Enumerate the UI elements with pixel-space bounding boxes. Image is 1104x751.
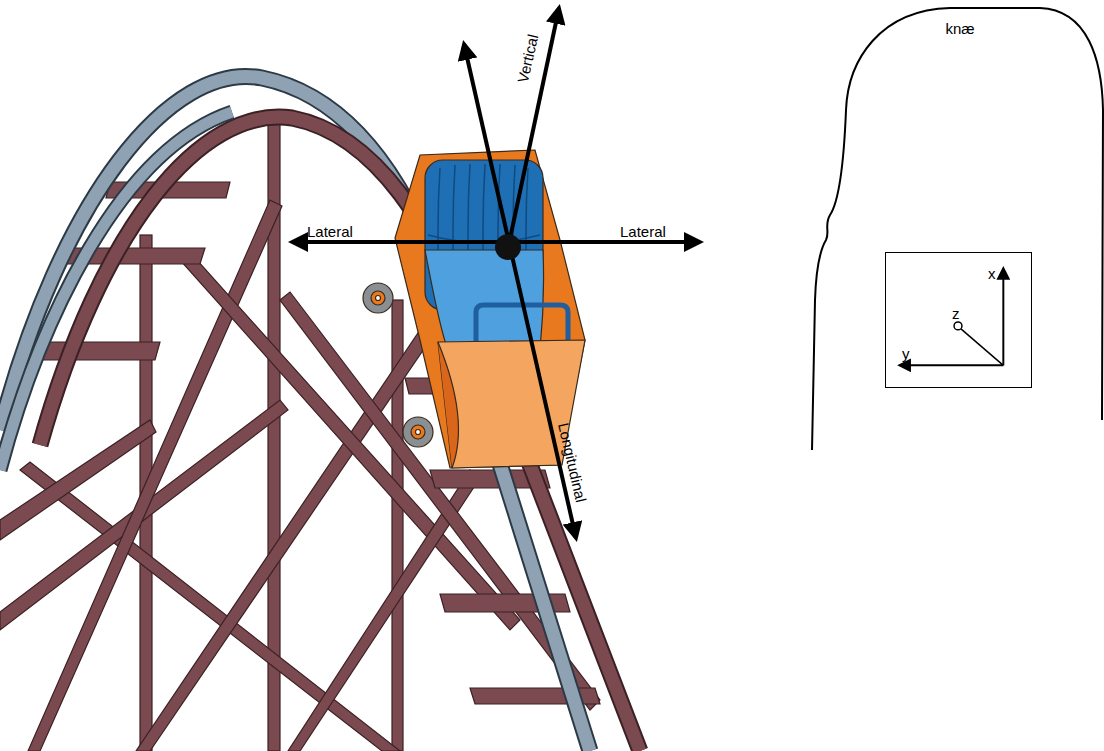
axis-letter: y	[902, 346, 910, 361]
axis-letter: x	[988, 266, 996, 281]
sensor-axes-box: x y z	[885, 252, 1032, 388]
axis-letter: z	[952, 306, 960, 321]
axis-label: Vertical	[514, 32, 540, 83]
knee-outline-shape	[800, 0, 1104, 460]
body-part-label: knæ	[946, 21, 975, 36]
axis-arrows	[292, 8, 700, 538]
axis-label: Lateral	[307, 224, 353, 239]
coaster-car	[363, 150, 585, 468]
track-rails	[0, 76, 640, 751]
knee-outline: knæ x y z	[800, 0, 1104, 460]
axis-label: Lateral	[620, 224, 666, 239]
